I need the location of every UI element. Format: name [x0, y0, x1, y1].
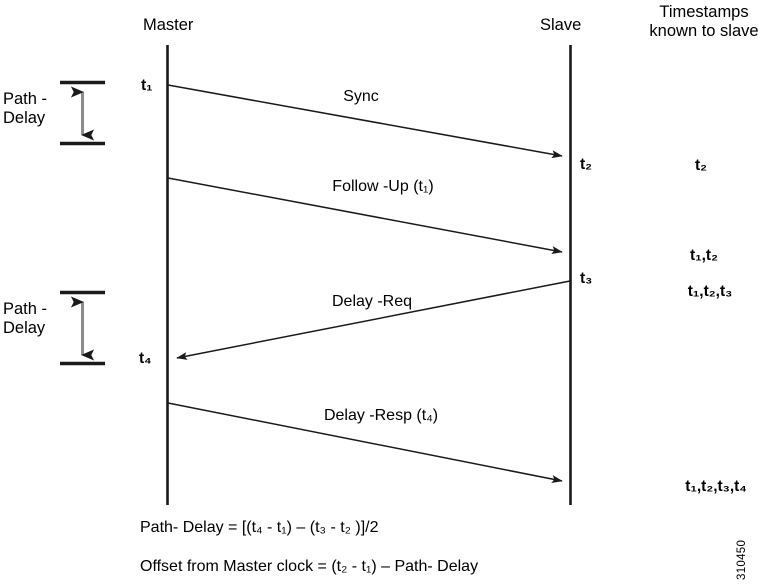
follow-up-message-label: Follow -Up (t₁) [332, 178, 434, 195]
path-delay-upper-marker [60, 80, 105, 146]
timestamps-known-header-line1: Timestamps [659, 3, 749, 21]
timestamp-mark-t2: t₂ [580, 156, 593, 173]
path-delay-lower-label-line2: Delay [3, 319, 46, 338]
offset-from-master-formula: Offset from Master clock = (t₂ - t₁) – P… [140, 558, 479, 575]
known-timestamps-after-follow-up: t₁,t₂ [690, 247, 718, 264]
follow-up-arrow [167, 177, 563, 255]
path-delay-upper-label-line2: Delay [3, 109, 46, 128]
timestamps-known-header-line2: known to slave [649, 22, 758, 41]
delay-req-arrow [176, 280, 571, 360]
delay-resp-message-label: Delay -Resp (t₄) [323, 407, 439, 424]
known-timestamps-after-delay-req: t₁,t₂,t₃ [687, 283, 733, 300]
known-timestamps-after-delay-resp: t₁,t₂,t₃,t₄ [685, 478, 747, 495]
path-delay-upper-label-line1: Path - [3, 90, 48, 108]
path-delay-formula: Path- Delay = [(t₄ - t₁) – (t₃ - t₂ )]/2 [140, 519, 379, 536]
path-delay-lower-label-line1: Path - [3, 300, 48, 318]
sync-message-label: Sync [343, 88, 379, 105]
timestamp-mark-t3: t₃ [580, 270, 593, 287]
timestamp-mark-t4: t₄ [139, 350, 152, 367]
delay-req-message-label: Delay -Req [331, 293, 413, 310]
figure-id-label: 310450 [736, 539, 748, 580]
master-column-label: Master [143, 16, 194, 34]
slave-column-label: Slave [540, 16, 582, 34]
known-timestamps-after-sync: t₂ [694, 157, 708, 174]
path-delay-lower-label: Path - Delay [3, 300, 47, 339]
sync-arrow [167, 84, 563, 159]
timestamps-known-header: Timestamps known to slave [649, 3, 758, 42]
path-delay-lower-marker [60, 290, 105, 366]
timestamp-mark-t1: t₁ [141, 77, 153, 94]
path-delay-upper-label: Path - Delay [3, 90, 47, 129]
delay-resp-arrow [167, 402, 563, 483]
